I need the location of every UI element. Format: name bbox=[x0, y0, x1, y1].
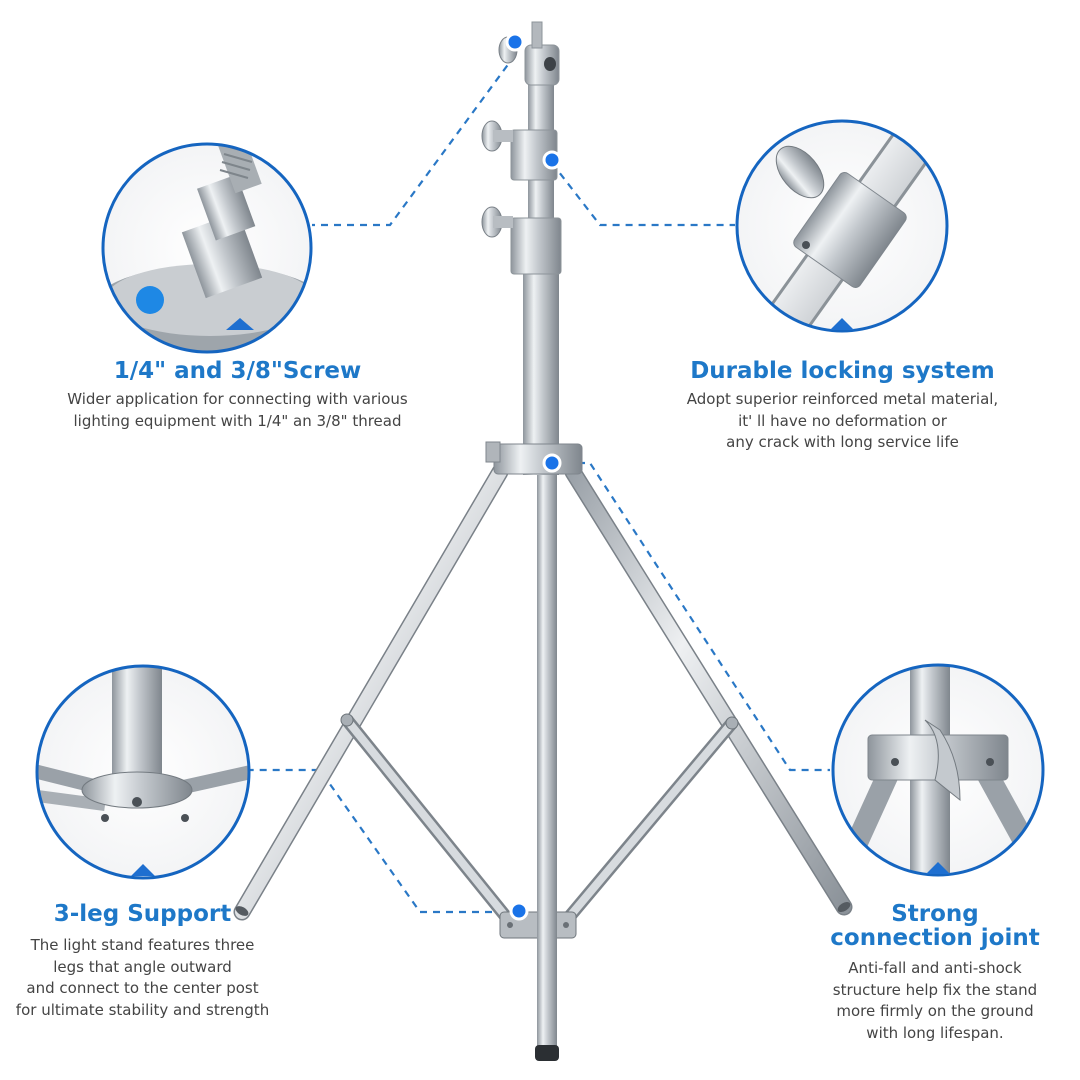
hotspot-dots bbox=[505, 32, 562, 921]
feature-legs-description: The light stand features three legs that… bbox=[15, 936, 270, 1019]
feature-joint: Strong connection joint Anti-fall and an… bbox=[820, 902, 1050, 1044]
zoom-circle-locking bbox=[735, 119, 949, 333]
feature-legs-title: 3-leg Support bbox=[53, 901, 232, 927]
feature-screw: 1/4" and 3/8"Screw Wider application for… bbox=[40, 359, 435, 432]
leader-line-locking bbox=[551, 162, 735, 227]
feature-screw-title: 1/4" and 3/8"Screw bbox=[113, 358, 362, 384]
hotspot-dot-locking bbox=[542, 150, 562, 170]
feature-joint-title: Strong connection joint bbox=[830, 901, 1040, 951]
leader-line-screw bbox=[312, 54, 516, 227]
zoom-circle-joint bbox=[831, 663, 1045, 877]
hotspot-dot-joint bbox=[542, 453, 562, 473]
hotspot-dot-screw bbox=[505, 32, 525, 52]
hotspot-dot-legs bbox=[509, 901, 529, 921]
zoom-circle-screw bbox=[101, 142, 313, 354]
center-pole bbox=[481, 21, 583, 1061]
leader-line-legs bbox=[250, 768, 518, 914]
feature-legs: 3-leg Support The light stand features t… bbox=[15, 902, 270, 1021]
collar-lower bbox=[510, 217, 562, 275]
feature-screw-description: Wider application for connecting with va… bbox=[67, 390, 408, 430]
leg-hub bbox=[493, 443, 583, 475]
feature-locking-description: Adopt superior reinforced metal material… bbox=[686, 390, 999, 451]
feature-locking: Durable locking system Adopt superior re… bbox=[660, 359, 1025, 454]
zoom-circle-legs bbox=[35, 664, 251, 880]
feature-locking-title: Durable locking system bbox=[690, 358, 995, 384]
feature-joint-description: Anti-fall and anti-shock structure help … bbox=[832, 959, 1038, 1042]
